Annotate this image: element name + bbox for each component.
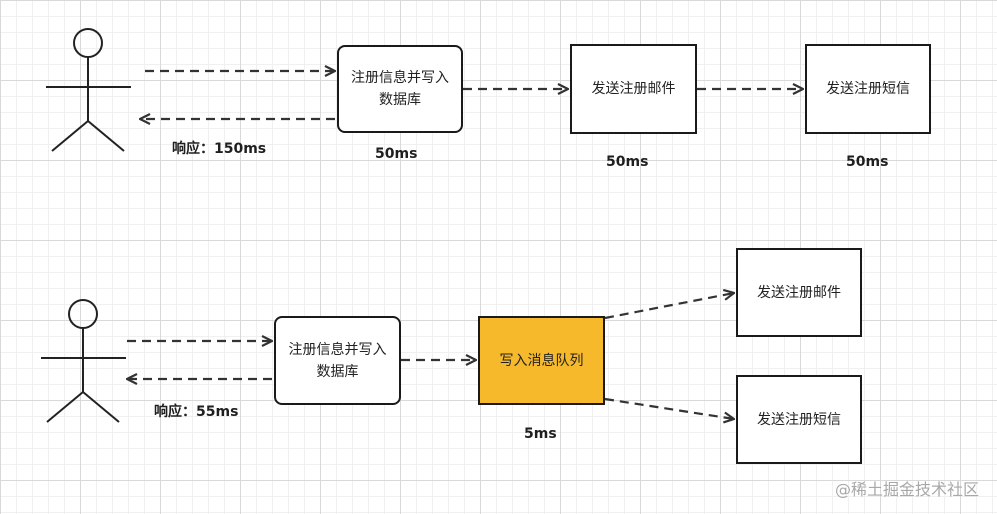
send-email-node-1: 发送注册邮件	[570, 44, 697, 134]
write-message-queue-label: 写入消息队列	[499, 352, 584, 369]
email-time-label-1: 50ms	[606, 154, 649, 170]
register-time-label-1: 50ms	[375, 146, 418, 162]
register-write-db-node-2: 注册信息并写入数据库	[274, 316, 401, 405]
register-write-db-label-2: 注册信息并写入数据库	[288, 341, 387, 380]
register-write-db-label-1: 注册信息并写入数据库	[351, 70, 449, 108]
send-sms-label-1: 发送注册短信	[826, 81, 910, 97]
register-write-db-node-1: 注册信息并写入数据库	[337, 45, 463, 133]
user-actor-1	[46, 28, 131, 152]
response-time-label-1: 响应：150ms	[172, 141, 267, 157]
sms-time-label-1: 50ms	[846, 154, 889, 170]
arrow-queue-to-sms-2	[604, 397, 734, 419]
send-sms-label-2: 发送注册短信	[757, 411, 841, 428]
send-email-label-2: 发送注册邮件	[757, 284, 841, 301]
send-email-node-2: 发送注册邮件	[736, 248, 862, 337]
arrow-queue-to-email-2	[604, 293, 734, 320]
user-actor-2	[41, 299, 126, 423]
queue-time-label: 5ms	[524, 426, 557, 442]
send-sms-node-2: 发送注册短信	[736, 375, 862, 464]
send-sms-node-1: 发送注册短信	[805, 44, 931, 134]
watermark: @稀土掘金技术社区	[834, 480, 979, 499]
response-time-label-2: 响应：55ms	[154, 404, 239, 420]
send-email-label-1: 发送注册邮件	[591, 81, 676, 97]
write-message-queue-node: 写入消息队列	[478, 316, 605, 405]
